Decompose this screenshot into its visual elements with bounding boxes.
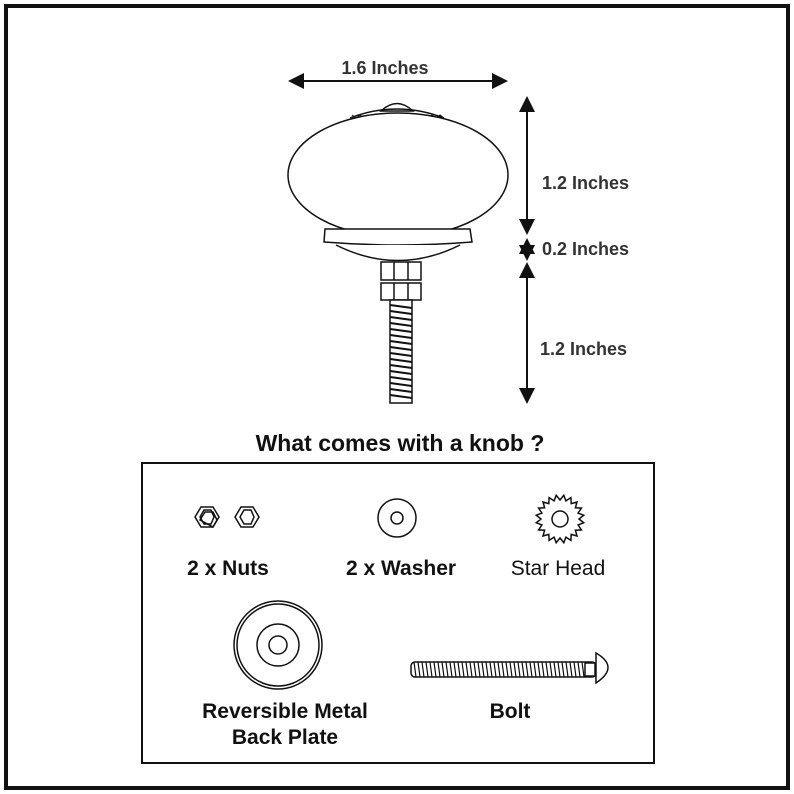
back-plate-label-line2: Back Plate bbox=[231, 726, 339, 749]
knob-illustration bbox=[287, 102, 509, 404]
outer-frame bbox=[4, 4, 790, 790]
bolt-label: Bolt bbox=[489, 700, 531, 723]
base-height-label: 0.2 Inches bbox=[542, 239, 630, 259]
back-plate-label-line1: Reversible Metal bbox=[202, 700, 368, 723]
washer-icon bbox=[377, 498, 417, 538]
contents-box bbox=[141, 462, 655, 764]
back-plate-icon bbox=[233, 600, 323, 690]
contents-title: What comes with a knob ? bbox=[255, 430, 545, 456]
width-label: 1.6 Inches bbox=[341, 58, 429, 78]
star-head-label: Star Head bbox=[510, 557, 606, 580]
nuts-label: 2 x Nuts bbox=[187, 557, 269, 580]
star-head-icon bbox=[534, 493, 586, 545]
washer-label: 2 x Washer bbox=[345, 557, 457, 580]
bolt-length-label: 1.2 Inches bbox=[540, 339, 628, 359]
bolt-icon bbox=[410, 651, 609, 685]
hex-nut-icon bbox=[194, 506, 260, 529]
knob-height-label: 1.2 Inches bbox=[542, 173, 630, 193]
